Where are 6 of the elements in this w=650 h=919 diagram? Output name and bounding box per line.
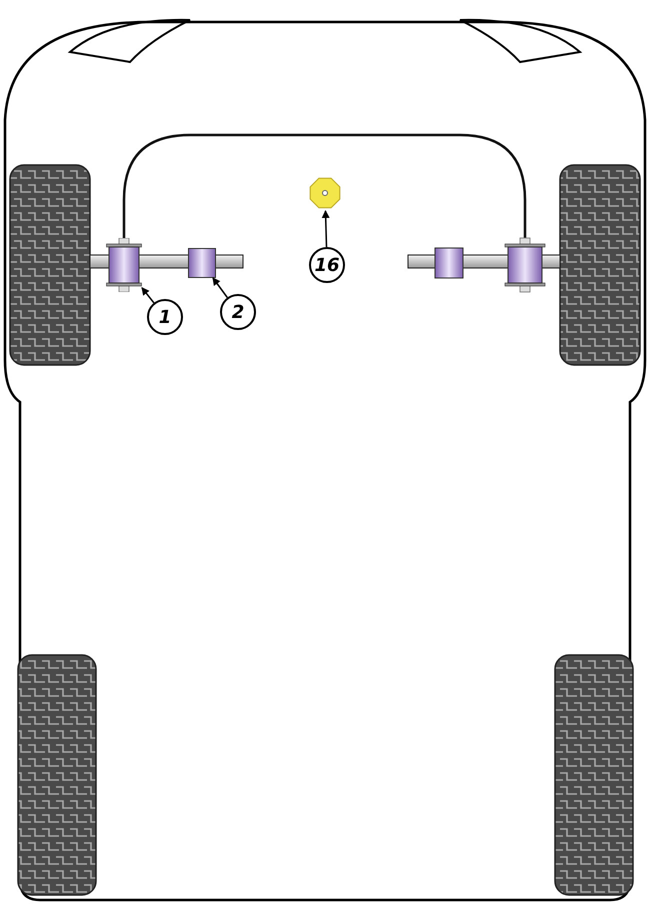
leader-line xyxy=(322,210,330,248)
leader-line xyxy=(141,287,154,304)
callout-number: 16 xyxy=(309,247,345,283)
callout-number: 2 xyxy=(220,294,256,330)
callout-number: 1 xyxy=(147,299,183,335)
leader-line xyxy=(212,277,228,298)
